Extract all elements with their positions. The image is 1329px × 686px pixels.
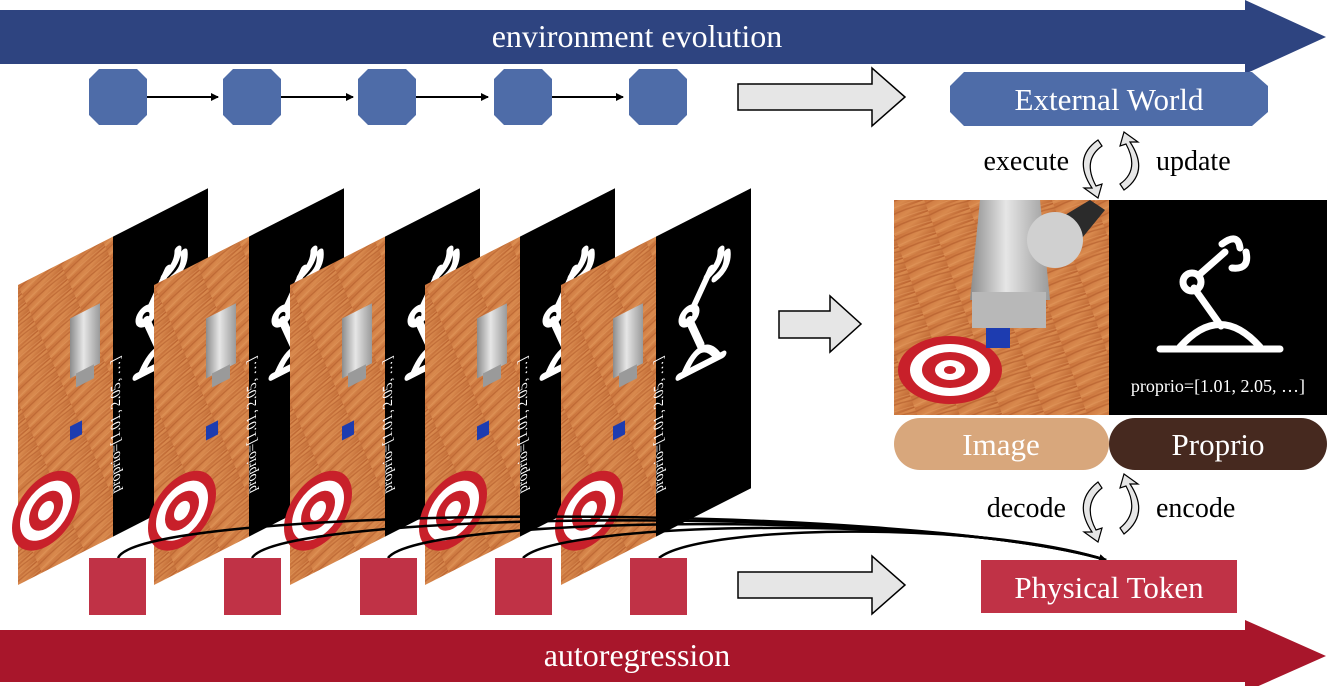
physical-token	[360, 558, 417, 615]
world-state-chain	[89, 69, 687, 125]
image-pill: Image	[894, 418, 1109, 470]
observation-frame: proprio=[1.01, 2.05, …]	[148, 188, 344, 588]
physical-token	[630, 558, 687, 615]
world-state-node	[358, 69, 416, 125]
physical-token	[224, 558, 281, 615]
update-arrow-icon	[1119, 131, 1140, 191]
proprio-readout: proprio=[1.01, 2.05, …]	[1131, 376, 1305, 396]
proprio-panel: proprio=[1.01, 2.05, …]	[1109, 200, 1327, 415]
top-banner-label: environment evolution	[492, 18, 783, 54]
top-banner-arrow	[0, 0, 1326, 74]
execute-arrow-icon	[1082, 139, 1103, 199]
frame-proprio-text: proprio=[1.01, 2.05, …]	[381, 354, 396, 497]
camera-image	[894, 200, 1109, 415]
observation-frame-stack: proprio=[1.01, 2.05, …] proprio=[1.01, 2…	[12, 188, 751, 588]
physical-token	[495, 558, 552, 615]
world-state-node	[629, 69, 687, 125]
encode-label: encode	[1156, 493, 1235, 524]
execute-label: execute	[984, 146, 1070, 177]
execute-update-loop: execute update	[984, 131, 1231, 199]
token-row	[89, 558, 687, 615]
proprio-pill: Proprio	[1109, 418, 1327, 470]
world-state-node	[89, 69, 147, 125]
bottom-banner-label: autoregression	[544, 637, 731, 673]
physical-token-box: Physical Token	[981, 560, 1237, 613]
observation-frame: proprio=[1.01, 2.05, …]	[12, 188, 208, 588]
frame-proprio-text: proprio=[1.01, 2.05, …]	[109, 354, 124, 497]
world-state-node	[223, 69, 281, 125]
current-observation: proprio=[1.01, 2.05, …]	[894, 200, 1327, 415]
physical-token-label: Physical Token	[1014, 570, 1204, 605]
block-arrow-top	[737, 66, 907, 128]
block-arrow-middle	[778, 294, 863, 354]
decode-label: decode	[987, 493, 1066, 524]
bottom-banner-arrow	[0, 620, 1326, 686]
observation-frame: proprio=[1.01, 2.05, …]	[419, 188, 615, 588]
decode-arrow-icon	[1082, 481, 1103, 543]
external-world-label: External World	[1015, 82, 1204, 117]
image-label: Image	[962, 427, 1039, 462]
frame-proprio-text: proprio=[1.01, 2.05, …]	[652, 354, 667, 497]
physical-token	[89, 558, 146, 615]
top-banner: environment evolution	[0, 0, 1326, 74]
token-connections	[116, 515, 1107, 562]
bottom-banner: autoregression	[0, 620, 1326, 686]
frame-proprio-text: proprio=[1.01, 2.05, …]	[245, 354, 260, 497]
block-arrow-bottom	[737, 554, 907, 616]
world-state-node	[494, 69, 552, 125]
observation-frame: proprio=[1.01, 2.05, …]	[555, 188, 751, 588]
proprio-label: Proprio	[1172, 427, 1265, 462]
update-label: update	[1156, 146, 1231, 177]
encode-arrow-icon	[1119, 473, 1140, 535]
external-world-box: External World	[950, 72, 1268, 126]
observation-frame: proprio=[1.01, 2.05, …]	[284, 188, 480, 588]
frame-proprio-text: proprio=[1.01, 2.05, …]	[516, 354, 531, 497]
decode-encode-loop: decode encode	[987, 473, 1235, 543]
